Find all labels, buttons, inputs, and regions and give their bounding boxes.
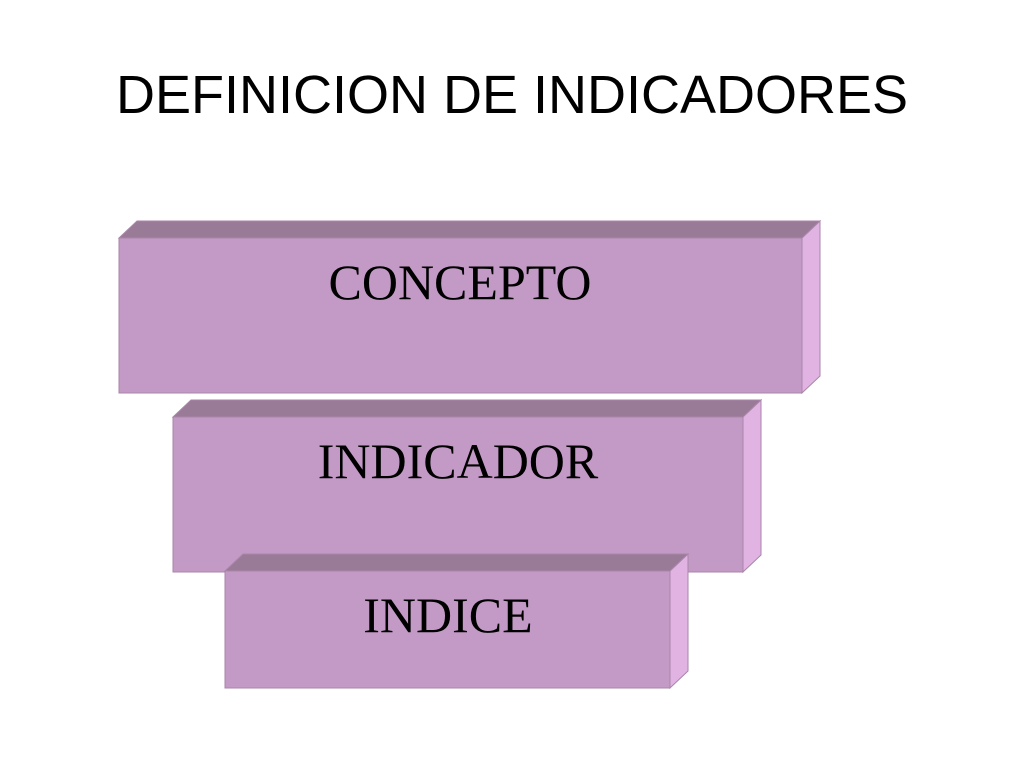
block-concepto: CONCEPTO [117,219,822,395]
slide-title: DEFINICION DE INDICADORES [115,65,909,125]
block-indicador-label: INDICADOR [318,433,599,489]
block-indice-top [223,553,690,572]
block-indicador: INDICADOR [171,398,763,574]
block-concepto-side [801,219,821,395]
block-concepto-front [118,237,803,394]
block-indice-side [669,552,689,690]
block-concepto-label: CONCEPTO [328,254,591,310]
block-indicador-front [172,416,744,573]
block-concepto-top [117,220,822,239]
block-indice-label: INDICE [363,587,532,643]
block-indicador-top [171,399,763,418]
block-indicador-side [742,398,762,574]
block-indice: INDICE [223,552,690,690]
block-indice-front [224,570,671,689]
